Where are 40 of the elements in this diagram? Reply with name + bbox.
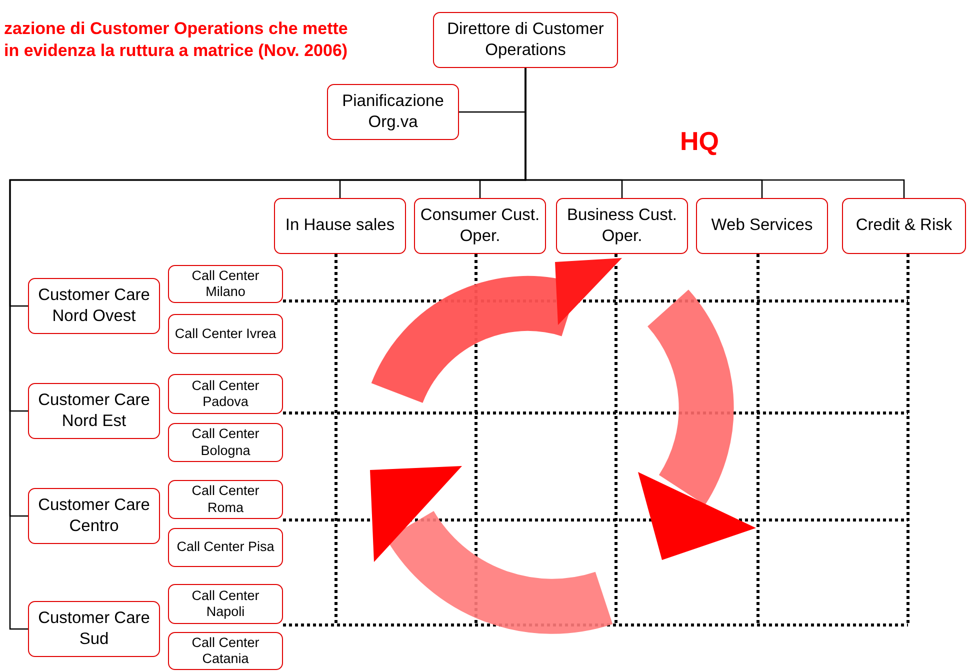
box-text: Customer Care Nord Ovest <box>37 284 151 327</box>
org-box <box>28 383 160 439</box>
box-text: Call Center Padova <box>190 378 260 410</box>
box-text: Customer Care Centro <box>37 494 151 537</box>
org-box <box>433 12 618 68</box>
box-text: Call Center Milano <box>190 268 260 300</box>
call-center-box <box>168 632 283 670</box>
box-text: In Hause sales <box>285 215 395 236</box>
box-text: Consumer Cust. Oper. <box>419 204 541 247</box>
org-box <box>696 198 828 254</box>
call-center-box <box>168 480 283 519</box>
box-text: Call Center Roma <box>190 483 260 516</box>
org-box <box>414 198 546 254</box>
call-center-box <box>168 265 283 303</box>
box-text: Credit & Risk <box>856 215 952 236</box>
box-text: Customer Care Nord Est <box>37 390 151 432</box>
box-text: Call Center Pisa <box>176 539 274 556</box>
call-center-box <box>168 584 283 624</box>
box-text: Call Center Ivrea <box>174 326 276 342</box>
box-text: Direttore di Customer Operations <box>446 18 605 61</box>
call-center-box <box>168 528 283 567</box>
org-box <box>842 198 966 254</box>
box-text: Business Cust. Oper. <box>566 204 678 247</box>
call-center-box <box>168 374 283 414</box>
title: zazione di Customer Operations che mette in evidenza la ruttura a matrice (Nov. 2006) <box>4 18 349 62</box>
call-center-box <box>168 423 283 462</box>
org-box <box>327 84 459 140</box>
org-box <box>28 278 160 334</box>
box-text: Customer Care Sud <box>37 608 151 650</box>
box-text: Call Center Bologna <box>190 426 260 459</box>
call-center-box <box>168 314 283 354</box>
org-box <box>28 488 160 544</box>
box-text: Call Center Napoli <box>190 588 260 620</box>
org-box <box>274 198 406 254</box>
box-text: Call Center Catania <box>190 634 260 668</box>
box-text: Web Services <box>711 215 813 236</box>
org-box <box>28 601 160 657</box>
box-text: Pianificazione Org.va <box>341 90 445 133</box>
org-box <box>556 198 688 254</box>
section-label: HQ <box>680 126 719 157</box>
